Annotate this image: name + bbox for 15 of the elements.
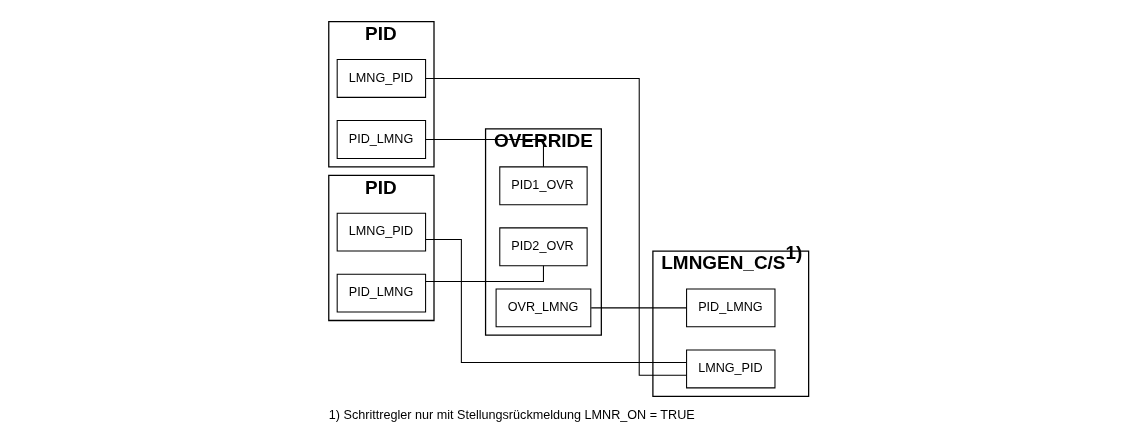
connector: [590, 306, 687, 308]
node-box: LMNG_PID: [336, 212, 426, 252]
connector: [424, 138, 544, 167]
node-box: PID_LMNG: [685, 287, 775, 327]
node-box: OVR_LMNG: [495, 287, 591, 327]
connector: [424, 77, 687, 376]
node-box: LMNG_PID: [685, 348, 775, 388]
node-box: PID_LMNG: [336, 273, 426, 313]
node-box: LMNG_PID: [336, 58, 426, 98]
connector: [424, 238, 687, 363]
connector: [424, 264, 544, 282]
caption: 1) Schrittregler nur mit Stellungsrückmeldung LMNR_ON = TRUE: [328, 407, 695, 422]
node-box: PID_LMNG: [336, 119, 426, 159]
node-box: PID2_OVR: [498, 226, 588, 266]
node-box: PID1_OVR: [498, 165, 588, 205]
